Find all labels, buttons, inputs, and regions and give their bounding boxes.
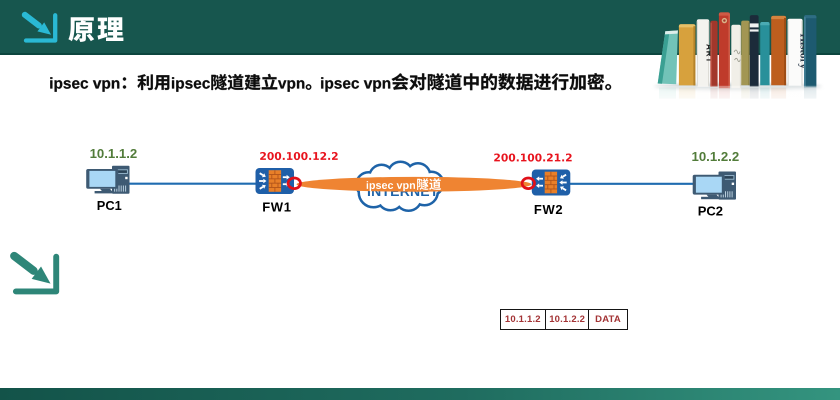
svg-text:10.1.1.2: 10.1.1.2 xyxy=(90,146,138,161)
svg-text:FW2: FW2 xyxy=(534,202,563,217)
svg-text:FW1: FW1 xyxy=(262,199,291,214)
svg-text:ART: ART xyxy=(705,44,714,63)
svg-text:10.1.2.2: 10.1.2.2 xyxy=(692,149,740,164)
svg-text:PC1: PC1 xyxy=(97,198,122,213)
svg-text:PC2: PC2 xyxy=(698,204,723,219)
